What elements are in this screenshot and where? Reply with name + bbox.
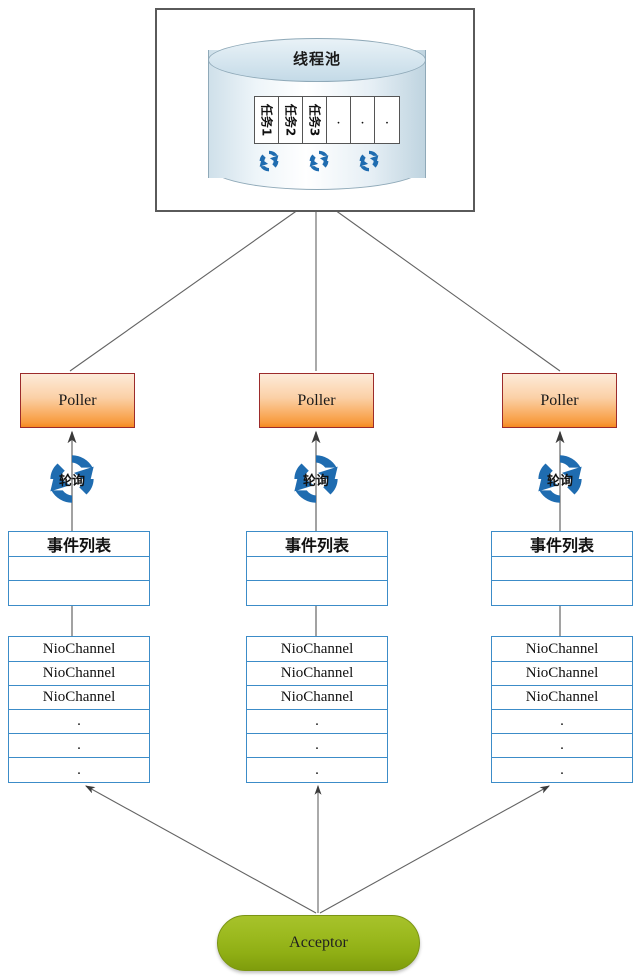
channel-list-row-empty[interactable]: . xyxy=(247,710,387,734)
thread-pool-label: 线程池 xyxy=(292,50,341,68)
refresh-cycle-icon xyxy=(309,150,329,172)
poller-label: Poller xyxy=(58,391,97,409)
event-list-row[interactable] xyxy=(247,581,387,605)
arrow-poller3-to-threadpool xyxy=(320,199,561,372)
channel-list-row-empty[interactable]: . xyxy=(9,758,149,782)
task-slot: 任务1 xyxy=(255,97,279,143)
task-slot: 任务3 xyxy=(303,97,327,143)
channel-list-row[interactable]: NioChannel xyxy=(247,637,387,662)
channel-list-row[interactable]: NioChannel xyxy=(247,686,387,710)
event-list-row[interactable] xyxy=(9,557,149,581)
channel-list-row-empty[interactable]: . xyxy=(247,734,387,758)
refresh-cycle-icon xyxy=(359,150,379,172)
arrow-acceptor-to-channellist1 xyxy=(85,785,317,914)
event-list-header: 事件列表 xyxy=(492,532,632,557)
acceptor-label: Acceptor xyxy=(289,934,348,951)
poller-box-1[interactable]: Poller xyxy=(20,373,135,428)
acceptor-box[interactable]: Acceptor xyxy=(217,915,420,971)
event-list-header: 事件列表 xyxy=(247,532,387,557)
event-list-row[interactable] xyxy=(492,557,632,581)
polling-label: 轮询 xyxy=(58,473,85,489)
task-slot-strip: 任务1 任务2 任务3 . . . xyxy=(254,96,400,144)
polling-badge-3: 轮询 xyxy=(527,446,593,512)
task-slot-label: 任务1 xyxy=(259,103,273,137)
channel-list-row[interactable]: NioChannel xyxy=(492,686,632,710)
refresh-cycle-icon xyxy=(294,455,338,503)
poller-box-3[interactable]: Poller xyxy=(502,373,617,428)
poller-label: Poller xyxy=(540,391,579,409)
channel-list-box-2: NioChannel NioChannel NioChannel . . . xyxy=(246,636,388,783)
channel-list-row[interactable]: NioChannel xyxy=(9,662,149,686)
task-slot-empty: . xyxy=(327,97,351,143)
refresh-cycle-icon xyxy=(538,455,582,503)
channel-list-row[interactable]: NioChannel xyxy=(492,637,632,662)
event-list-row[interactable] xyxy=(9,581,149,605)
channel-list-row-empty[interactable]: . xyxy=(492,758,632,782)
event-list-box-1: 事件列表 xyxy=(8,531,150,606)
event-list-box-2: 事件列表 xyxy=(246,531,388,606)
refresh-cycle-icon xyxy=(259,150,279,172)
polling-label: 轮询 xyxy=(302,473,329,489)
poller-label: Poller xyxy=(297,391,336,409)
channel-list-row-empty[interactable]: . xyxy=(492,710,632,734)
task-slot-label: . xyxy=(336,111,341,128)
task-slot-empty: . xyxy=(351,97,375,143)
event-list-header: 事件列表 xyxy=(9,532,149,557)
worker-icon-row xyxy=(252,146,386,176)
arrow-acceptor-to-channellist3 xyxy=(319,785,550,914)
task-slot-label: . xyxy=(385,111,389,128)
polling-badge-2: 轮询 xyxy=(283,446,349,512)
refresh-cycle-icon xyxy=(50,455,94,503)
channel-list-box-1: NioChannel NioChannel NioChannel . . . xyxy=(8,636,150,783)
channel-list-row-empty[interactable]: . xyxy=(247,758,387,782)
channel-list-row-empty[interactable]: . xyxy=(9,734,149,758)
event-list-row[interactable] xyxy=(492,581,632,605)
task-slot-empty: . xyxy=(375,97,399,143)
polling-label: 轮询 xyxy=(546,473,573,489)
thread-pool-cylinder: 线程池 任务1 任务2 任务3 . . . xyxy=(208,38,426,190)
channel-list-row[interactable]: NioChannel xyxy=(9,686,149,710)
task-slot-label: 任务2 xyxy=(283,103,297,137)
event-list-row[interactable] xyxy=(247,557,387,581)
polling-badge-1: 轮询 xyxy=(39,446,105,512)
channel-list-row-empty[interactable]: . xyxy=(492,734,632,758)
arrow-poller1-to-threadpool xyxy=(69,199,313,372)
channel-list-row[interactable]: NioChannel xyxy=(9,637,149,662)
task-slot: 任务2 xyxy=(279,97,303,143)
channel-list-row[interactable]: NioChannel xyxy=(492,662,632,686)
task-slot-label: 任务3 xyxy=(307,103,321,137)
poller-box-2[interactable]: Poller xyxy=(259,373,374,428)
task-slot-label: . xyxy=(360,111,365,128)
channel-list-box-3: NioChannel NioChannel NioChannel . . . xyxy=(491,636,633,783)
channel-list-row[interactable]: NioChannel xyxy=(247,662,387,686)
channel-list-row-empty[interactable]: . xyxy=(9,710,149,734)
event-list-box-3: 事件列表 xyxy=(491,531,633,606)
cylinder-top-ellipse xyxy=(208,38,426,82)
